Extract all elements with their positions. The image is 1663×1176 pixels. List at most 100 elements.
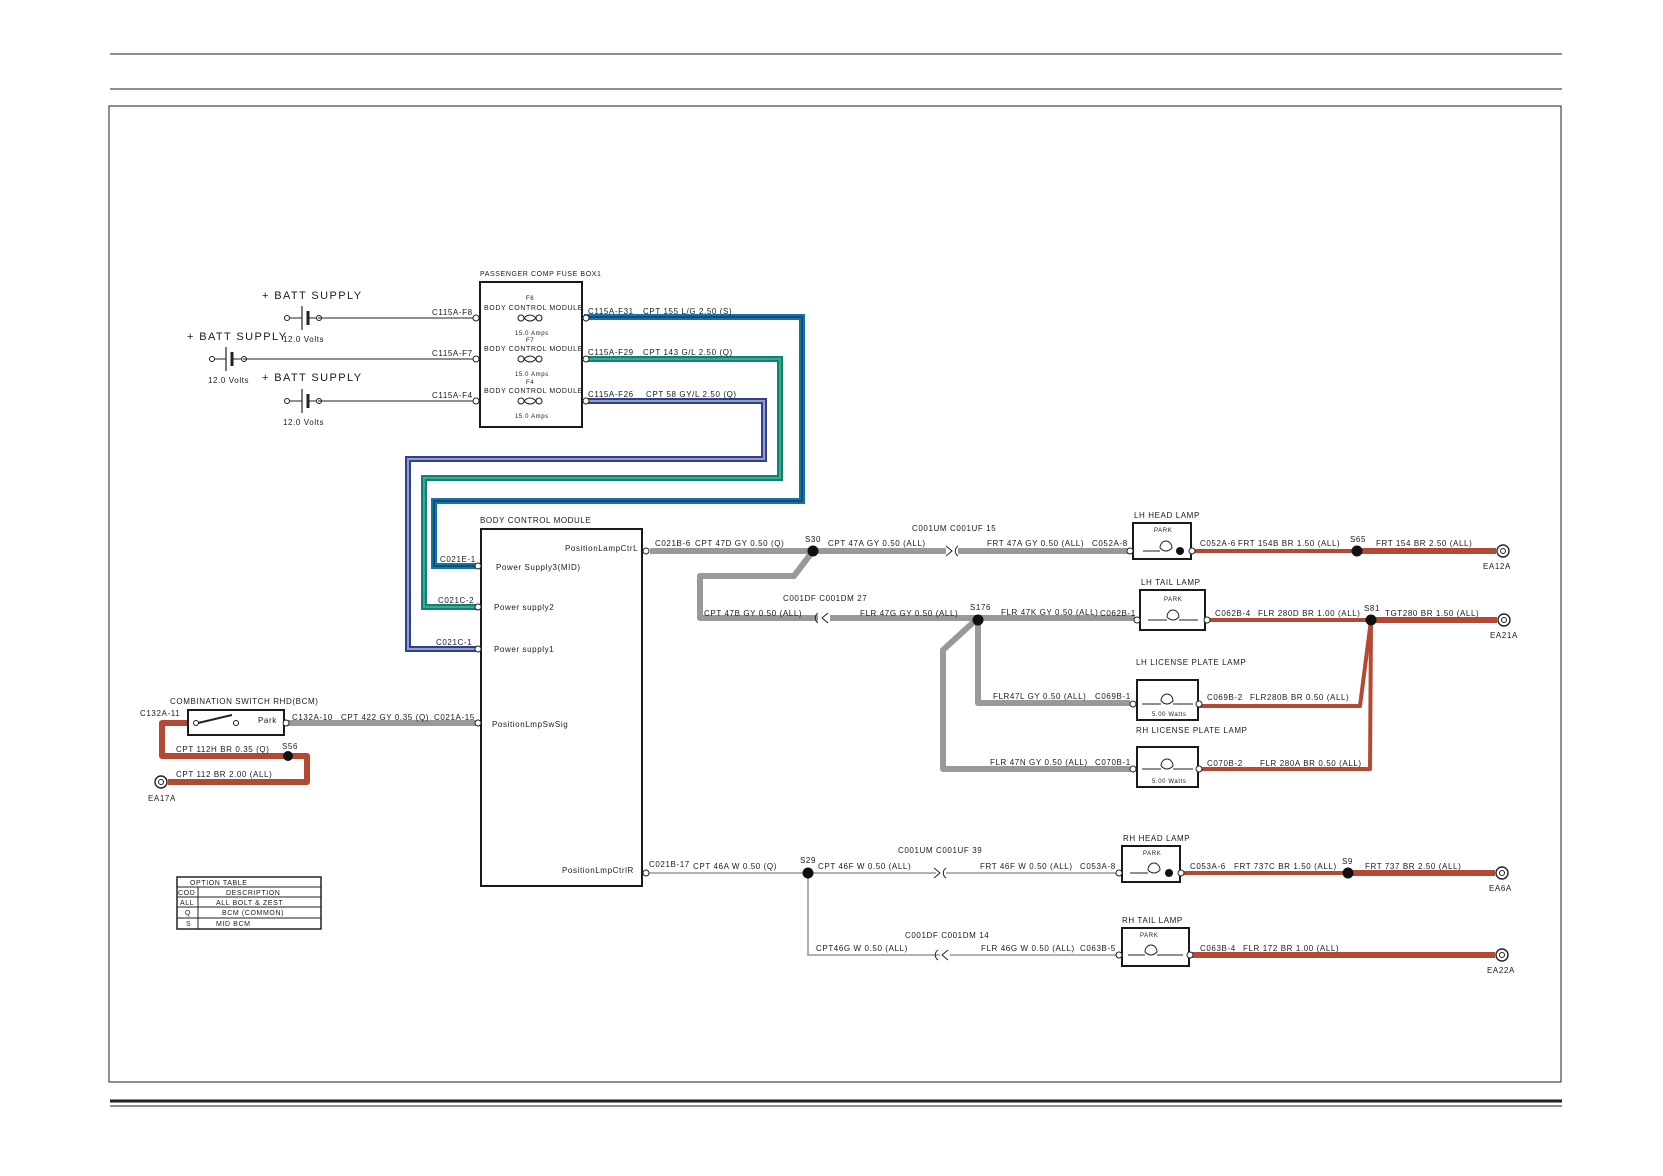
lamp-rh-tail-pin-out: C063B-4 (1200, 944, 1236, 953)
wire-label-58: CPT 58 GY/L 2.50 (Q) (646, 390, 737, 399)
lamp-lh-license-wire-out: FLR280B BR 0.50 (ALL) (1250, 693, 1349, 702)
lamp-rh-license-bulb-icon (1160, 758, 1174, 770)
combo-splice-s56: S56 (282, 742, 298, 751)
pin-circle-f31-out (582, 314, 590, 322)
option-table-row1-desc: ALL BOLT & ZEST (216, 900, 283, 907)
splice-s9-label: S9 (1342, 857, 1353, 866)
lamp-lh-tail: LH TAIL LAMP PARK C062B-1 C062B-4 FLR 28… (1100, 578, 1518, 640)
battery-2-volts: 12.0 Volts (208, 376, 249, 385)
pin-circle-c021c-1 (474, 645, 482, 653)
fuse-f8-id: F8 (526, 296, 534, 302)
lamp-rh-head: RH HEAD LAMP PARK C053A-8 C053A-6 FRT 73… (1080, 834, 1512, 893)
combo-wire-112: CPT 112 BR 2.00 (ALL) (176, 770, 272, 779)
combo-switch-lever (197, 714, 233, 724)
ground-ea12a-inner (1500, 548, 1506, 554)
combo-switch-contact-2 (233, 720, 239, 726)
inline-connector-39-icon (933, 867, 947, 879)
splice-s30-dot (807, 545, 819, 557)
ground-ea21a-inner (1501, 617, 1507, 623)
battery-2-terminal-2 (241, 356, 247, 362)
lamp-rh-head-box (1121, 845, 1181, 883)
combo-switch-park: Park (258, 716, 277, 725)
wire-label-47d: CPT 47D GY 0.50 (Q) (695, 539, 784, 548)
inline-c001df-27: C001DF C001DM 27 (783, 594, 867, 603)
pin-circle-f8-in (472, 314, 480, 322)
wire-label-frt47a: FRT 47A GY 0.50 (ALL) (987, 539, 1084, 548)
diagram-frame (108, 105, 1562, 1083)
inline-c001um-15: C001UM C001UF 15 (912, 524, 996, 533)
wire-combo-left-ground (159, 720, 288, 759)
wire-label-143: CPT 143 G/L 2.50 (Q) (643, 348, 733, 357)
pin-c021b-17: C021B-17 (649, 860, 690, 869)
pin-circle-c063b-5 (1115, 951, 1123, 959)
ground-ea6a-icon (1495, 866, 1509, 880)
lamp-rh-head-wire-out: FRT 737C BR 1.50 (ALL) (1234, 862, 1337, 871)
wire-label-155: CPT 155 L/G 2.50 (S) (643, 307, 732, 316)
ground-ea6a-label: EA6A (1489, 884, 1512, 893)
bcm-label-position-ctrl-r: PositionLmpCtrlR (562, 866, 634, 875)
lamp-lh-tail-pin-out: C062B-4 (1215, 609, 1251, 618)
pin-circle-f26-out (582, 397, 590, 405)
option-table-frame (176, 876, 322, 930)
lamp-rh-head-pin-out: C053A-6 (1190, 862, 1226, 871)
pin-circle-f29-out (582, 355, 590, 363)
wire-s30-to-s176-loop (697, 549, 818, 621)
ground-ea17a-label: EA17A (148, 794, 176, 803)
splice-s176-dot (972, 614, 984, 626)
pin-c115a-f7: C115A-F7 (432, 349, 473, 358)
lamp-lh-tail-sub: PARK (1164, 597, 1182, 603)
inline-c001um-39: C001UM C001UF 39 (898, 846, 982, 855)
lamp-rh-head-name: RH HEAD LAMP (1123, 834, 1190, 843)
pin-circle-c070b-1 (1129, 765, 1137, 773)
lamp-rh-head-pin-in: C053A-8 (1080, 862, 1116, 871)
pin-circle-c069b-2 (1195, 700, 1203, 708)
combo-switch-title: COMBINATION SWITCH RHD(BCM) (170, 697, 319, 706)
pin-circle-c070b-2 (1195, 765, 1203, 773)
lamp-lh-tail-name: LH TAIL LAMP (1141, 578, 1201, 587)
lamp-lh-tail-wire-gnd: TGT280 BR 1.50 (ALL) (1385, 609, 1479, 618)
bcm-pin-c021c-2: C021C-2 (438, 596, 474, 605)
option-table-row2-cod: Q (185, 910, 191, 917)
wire-s56-to-ground (168, 753, 310, 785)
splice-s56-dot (283, 751, 293, 761)
lamp-rh-tail: RH TAIL LAMP PARK C063B-5 C063B-4 FLR 17… (1080, 916, 1514, 975)
pin-c115a-f29: C115A-F29 (588, 348, 634, 357)
ground-ea21a-label: EA21A (1490, 631, 1518, 640)
splice-s65-label: S65 (1350, 535, 1366, 544)
splice-s81-label: S81 (1364, 604, 1380, 613)
lamp-rh-license: RH LICENSE PLATE LAMP 5.00 Watts C070B-1… (1095, 726, 1361, 788)
inline-connector-14-icon (934, 949, 949, 961)
lamp-rh-tail-name: RH TAIL LAMP (1122, 916, 1183, 925)
lamp-lh-head-wire-out: FRT 154B BR 1.50 (ALL) (1238, 539, 1340, 548)
lamp-rh-head-bulb-icon (1147, 862, 1161, 874)
fuse-f7-id: F7 (526, 338, 534, 344)
lamp-rh-license-pin-out: C070B-2 (1207, 759, 1243, 768)
fuse-f7: F7 BODY CONTROL MODULE 15.0 Amps (484, 338, 582, 378)
battery-1-label: + BATT SUPPLY (262, 290, 362, 302)
pin-c115a-f8: C115A-F8 (432, 308, 473, 317)
lamp-lh-head-pin-in: C052A-8 (1092, 539, 1128, 548)
ground-ea21a-icon (1497, 613, 1511, 627)
battery-1: + BATT SUPPLY 12.0 Volts (262, 290, 362, 344)
pin-circle-c069b-1 (1129, 700, 1137, 708)
combination-switch: COMBINATION SWITCH RHD(BCM) C132A-11 Par… (140, 697, 428, 803)
wire-lhlicense-out (1198, 619, 1373, 708)
lamp-lh-head-terminal (1176, 547, 1184, 555)
bcm-pin-c021a-15: C021A-15 (434, 713, 475, 722)
ground-ea6a-inner (1499, 870, 1505, 876)
fuse-f4-link (523, 397, 537, 405)
option-table-row3-cod: S (186, 921, 191, 928)
pin-circle-c062b-4 (1203, 616, 1211, 624)
battery-3-terminal-2 (316, 398, 322, 404)
lamp-rh-head-wire-gnd: FRT 737 BR 2.50 (ALL) (1365, 862, 1461, 871)
lamp-rh-tail-sub: PARK (1140, 933, 1158, 939)
option-table-title: OPTION TABLE (190, 880, 248, 887)
lamp-rh-tail-pin-in: C063B-5 (1080, 944, 1116, 953)
combo-pin-c132a-11: C132A-11 (140, 709, 180, 718)
wire-label-47l: FLR47L GY 0.50 (ALL) (993, 692, 1086, 701)
wire-label-47g: FLR 47G GY 0.50 (ALL) (860, 609, 958, 618)
wire-rhlicense-out (1198, 619, 1373, 771)
combo-pin-c132a-10: C132A-10 (292, 713, 333, 722)
battery-2-terminal (209, 356, 215, 362)
